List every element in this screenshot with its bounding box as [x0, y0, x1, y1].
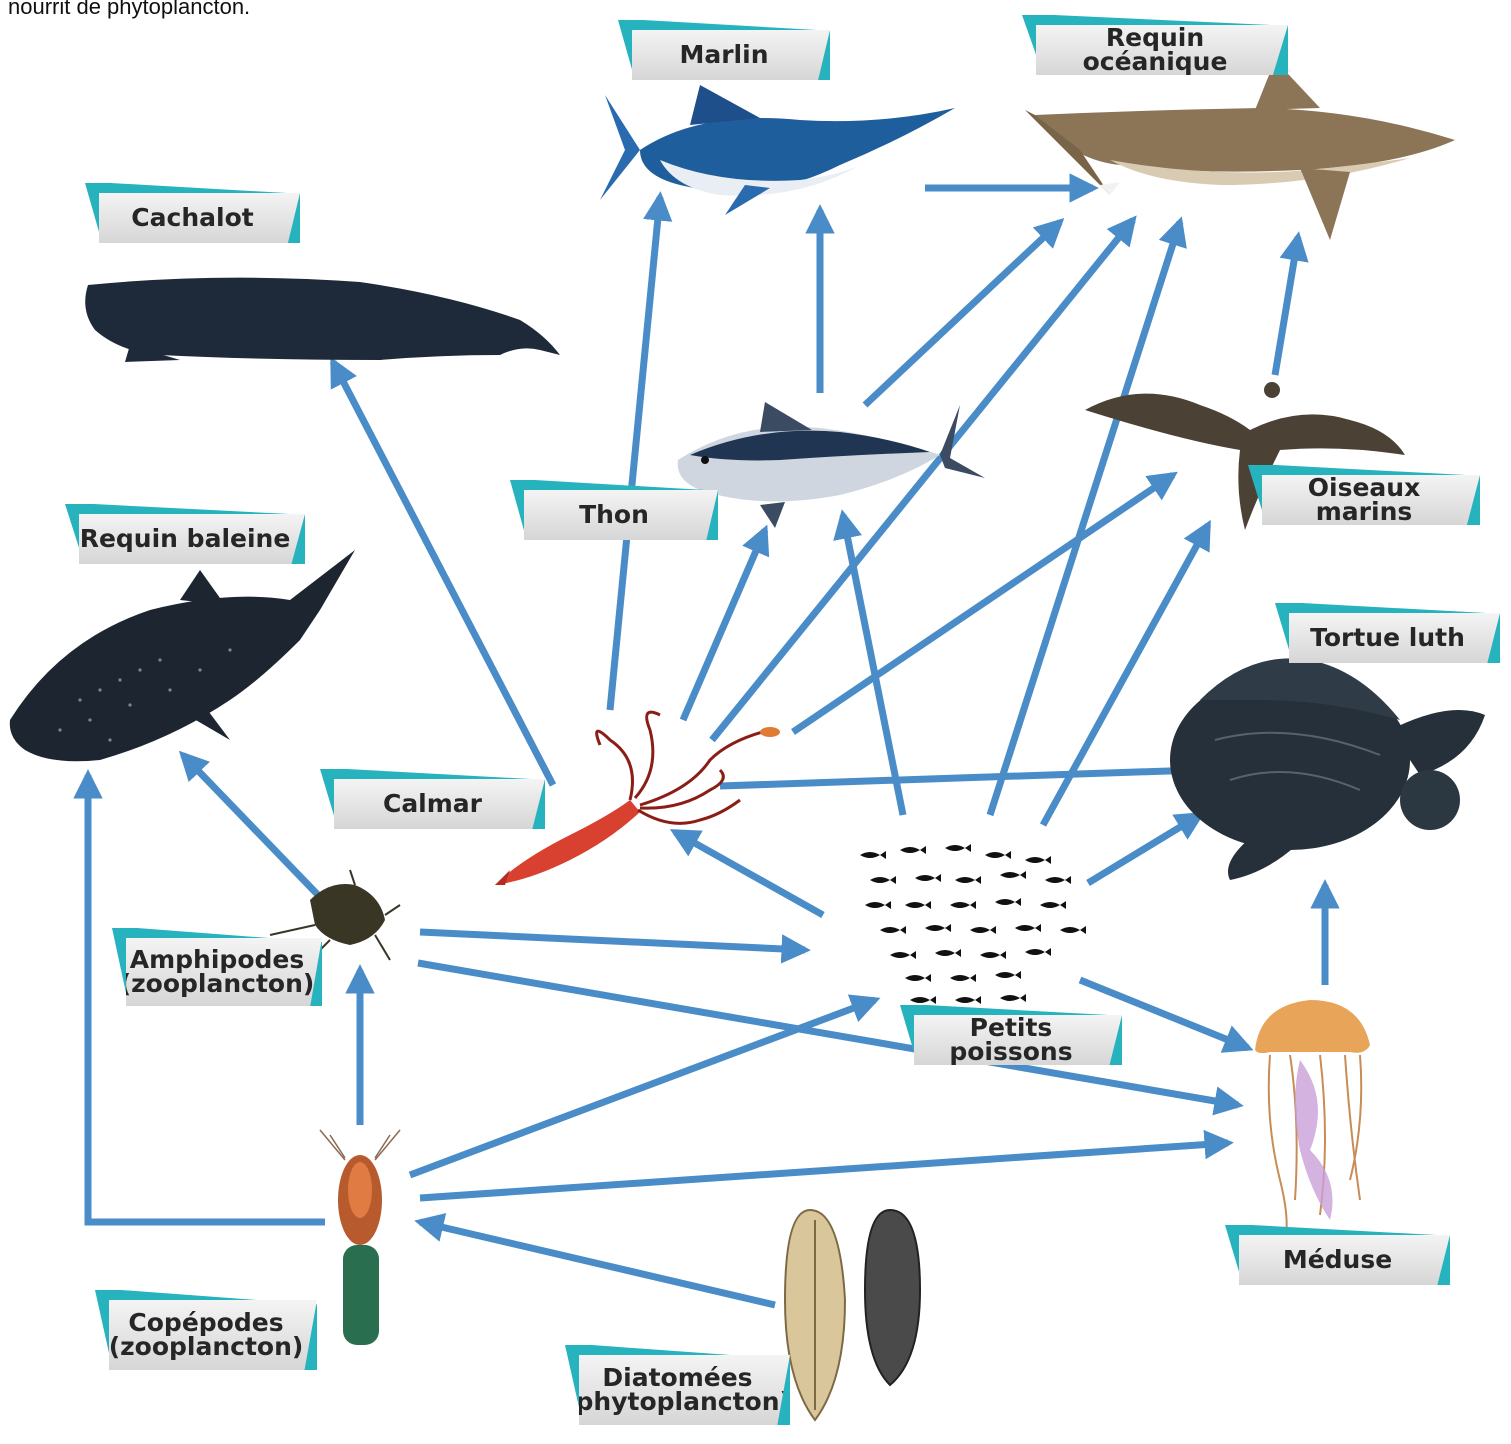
- arrow-copepodes-to-meduse: [420, 1143, 1228, 1198]
- arrow-diatomees-to-copepodes: [420, 1222, 775, 1305]
- label-tortue-luth: Tortue luth: [1275, 603, 1500, 663]
- arrow-calmar-to-tortue-luth: [720, 770, 1198, 786]
- jellyfish-icon: [1255, 1000, 1370, 1240]
- marlin-icon: [600, 85, 955, 215]
- label-calmar: Calmar: [320, 769, 545, 829]
- fish-school-icon: [860, 844, 1086, 1004]
- label-requin-oceanique: Requin océanique: [1022, 15, 1288, 75]
- arrow-petits-poissons-to-calmar: [675, 832, 823, 915]
- sperm-whale-icon: [85, 278, 560, 362]
- arrow-thon-to-requin-oceanique: [865, 222, 1060, 405]
- oceanic-shark-icon: [1025, 58, 1455, 240]
- diatom-icon: [785, 1210, 920, 1420]
- label-cachalot: Cachalot: [85, 183, 300, 243]
- whale-shark-icon: [10, 550, 355, 761]
- label-amphipodes: Amphipodes (zooplancton): [112, 928, 322, 1006]
- arrow-calmar-to-marlin: [610, 197, 660, 710]
- arrow-amphipodes-to-requin-baleine: [183, 755, 318, 895]
- label-requin-baleine: Requin baleine: [65, 504, 305, 564]
- label-copepodes: Copépodes (zooplancton): [95, 1290, 317, 1370]
- arrow-calmar-to-cachalot: [333, 362, 553, 785]
- label-marlin: Marlin: [618, 20, 830, 80]
- leatherback-turtle-icon: [1170, 658, 1485, 880]
- arrow-amphipodes-to-petits-poissons: [420, 932, 805, 950]
- arrow-petits-poissons-to-tortue-luth: [1088, 815, 1200, 883]
- label-thon: Thon: [510, 480, 718, 540]
- label-oiseaux-marins: Oiseaux marins: [1248, 465, 1480, 525]
- arrow-oiseaux-marins-to-requin-oceanique: [1275, 237, 1298, 375]
- arrow-copepodes-to-petits-poissons: [410, 1000, 875, 1175]
- arrow-petits-poissons-to-requin-oceanique: [990, 222, 1180, 815]
- label-petits-poissons: Petits poissons: [900, 1005, 1122, 1065]
- label-meduse: Méduse: [1225, 1225, 1450, 1285]
- copepod-icon: [320, 1130, 400, 1345]
- label-diatomees: Diatomées (phytoplancton): [565, 1345, 790, 1425]
